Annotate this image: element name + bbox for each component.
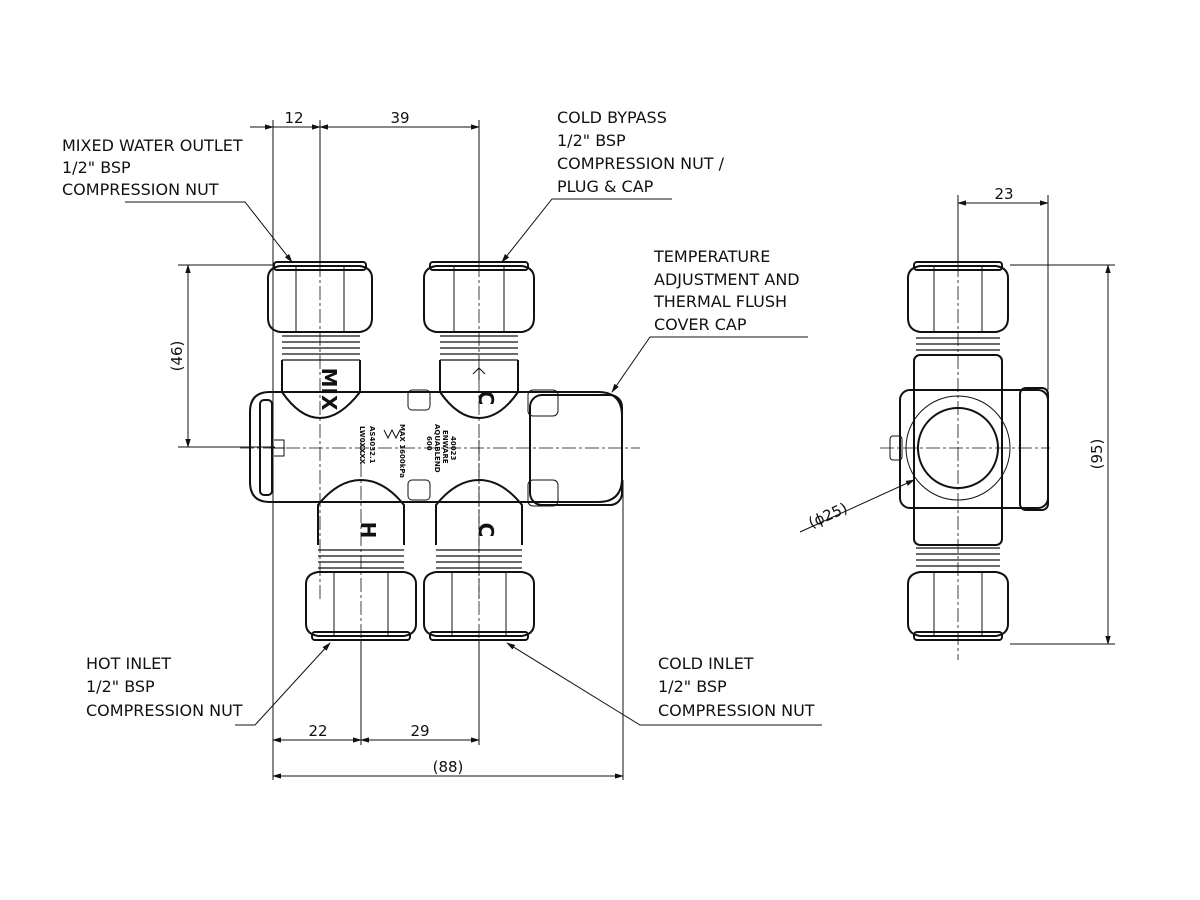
svg-text:1/2" BSP: 1/2" BSP [86, 677, 155, 696]
port-label-cold-bottom: C [474, 523, 498, 538]
svg-text:PLUG & CAP: PLUG & CAP [557, 177, 654, 196]
svg-text:COMPRESSION NUT: COMPRESSION NUT [658, 701, 815, 720]
dim-diameter-25: (ϕ25) [806, 499, 850, 532]
svg-text:COLD INLET: COLD INLET [658, 654, 754, 673]
svg-text:COVER CAP: COVER CAP [654, 315, 747, 334]
svg-text:COMPRESSION NUT: COMPRESSION NUT [86, 701, 243, 720]
svg-text:1/2" BSP: 1/2" BSP [658, 677, 727, 696]
callout-temperature-adjustment: TEMPERATURE ADJUSTMENT AND THERMAL FLUSH… [653, 247, 800, 334]
flow-arrow-icon [472, 367, 486, 380]
svg-text:600: 600 [425, 436, 433, 451]
dim-29: 29 [410, 722, 429, 740]
body-marking-text: 40023 ENWARE AQUABLEND 600 MAX 1600kPa A… [358, 424, 457, 478]
dim-88: (88) [433, 758, 464, 776]
callout-leaders [125, 198, 822, 726]
dim-12: 12 [284, 109, 303, 127]
svg-text:MIXED WATER OUTLET: MIXED WATER OUTLET [62, 136, 243, 155]
svg-text:AS4032.1: AS4032.1 [368, 426, 376, 464]
svg-text:40023: 40023 [449, 436, 457, 460]
dim-23: 23 [994, 185, 1013, 203]
callout-mixed-water-outlet: MIXED WATER OUTLET 1/2" BSP COMPRESSION … [62, 136, 243, 199]
port-label-hot: H [356, 522, 380, 539]
svg-text:COMPRESSION NUT: COMPRESSION NUT [62, 180, 219, 199]
dim-22: 22 [308, 722, 327, 740]
svg-text:1/2" BSP: 1/2" BSP [557, 131, 626, 150]
brand-logo-icon [383, 428, 401, 440]
port-label-mix: MIX [317, 368, 341, 411]
front-view: MIX C H C 40023 ENWARE AQUABLEND 600 MAX… [178, 120, 640, 780]
dimension-lines [185, 124, 1111, 779]
svg-text:1/2" BSP: 1/2" BSP [62, 158, 131, 177]
svg-text:TEMPERATURE: TEMPERATURE [653, 247, 770, 266]
svg-text:LW0XXXX: LW0XXXX [358, 426, 366, 465]
svg-text:COMPRESSION NUT /: COMPRESSION NUT / [557, 154, 725, 173]
callout-cold-inlet: COLD INLET 1/2" BSP COMPRESSION NUT [658, 654, 815, 720]
svg-text:ADJUSTMENT AND: ADJUSTMENT AND [654, 270, 800, 289]
svg-text:HOT INLET: HOT INLET [86, 654, 171, 673]
svg-text:THERMAL FLUSH: THERMAL FLUSH [653, 292, 787, 311]
side-view [880, 195, 1115, 660]
svg-text:COLD BYPASS: COLD BYPASS [557, 108, 667, 127]
svg-text:AQUABLEND: AQUABLEND [433, 424, 441, 473]
dim-46: (46) [168, 341, 186, 372]
dim-95: (95) [1088, 439, 1106, 470]
dim-39: 39 [390, 109, 409, 127]
port-label-cold-top: C [474, 391, 498, 406]
svg-text:MAX 1600kPa: MAX 1600kPa [398, 424, 406, 478]
svg-text:ENWARE: ENWARE [441, 430, 449, 464]
callout-hot-inlet: HOT INLET 1/2" BSP COMPRESSION NUT [86, 654, 243, 720]
callout-cold-bypass: COLD BYPASS 1/2" BSP COMPRESSION NUT / P… [557, 108, 725, 196]
